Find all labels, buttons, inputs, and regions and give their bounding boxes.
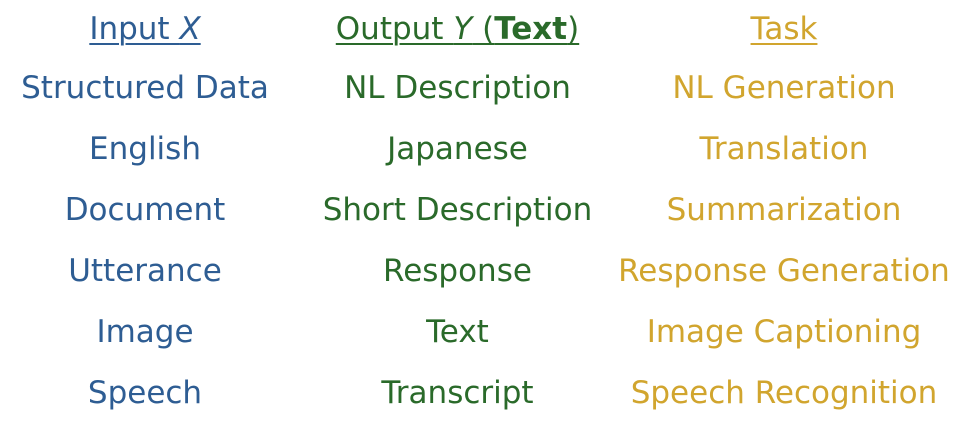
task-header: Task [750,11,818,47]
output-cell: Text [426,314,489,350]
output-header-prefix: Output [335,11,454,47]
input-cell: Document [64,192,226,228]
input-cell: Speech [87,375,203,411]
output-header-var: Y [453,11,473,47]
input-header: Input X [0,0,290,58]
output-cell: Response [383,253,532,289]
output-column: Output Y (Text) NL Description Japanese … [305,0,610,424]
input-header-var: X [179,11,201,47]
output-header-paren-open: ( [472,11,495,47]
input-cell: Utterance [68,253,222,289]
task-cell: Speech Recognition [630,375,938,411]
input-cell: Structured Data [21,70,269,106]
task-column: Task NL Generation Translation Summariza… [600,0,968,424]
output-cell: Japanese [387,131,528,167]
output-cell: Transcript [381,375,534,411]
task-cell: Translation [699,131,869,167]
output-cell: NL Description [344,70,571,106]
output-cell: Short Description [322,192,593,228]
task-cell: Summarization [666,192,902,228]
task-cell: Image Captioning [646,314,922,350]
output-header-bold: Text [494,11,568,47]
task-cell: Response Generation [618,253,950,289]
input-cell: Image [96,314,194,350]
task-cell: NL Generation [672,70,896,106]
output-header: Output Y (Text) [305,0,610,58]
output-header-paren-close: ) [567,11,580,47]
input-cell: English [89,131,201,167]
input-header-prefix: Input [89,11,180,47]
input-column: Input X Structured Data English Document… [0,0,290,424]
